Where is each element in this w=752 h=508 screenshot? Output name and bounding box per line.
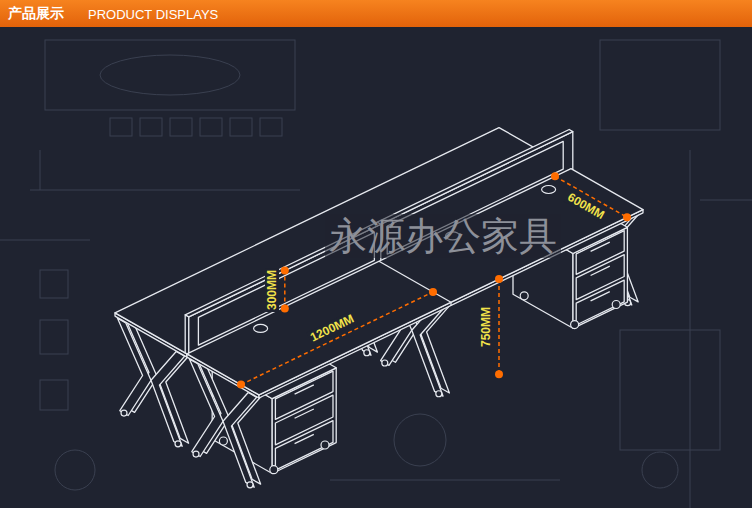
dimension-dot bbox=[495, 370, 503, 378]
dimension-lines bbox=[237, 172, 631, 388]
blueprint-line bbox=[40, 150, 41, 190]
blueprint-line bbox=[110, 118, 132, 136]
caster bbox=[219, 437, 227, 445]
blueprint-line bbox=[394, 414, 446, 466]
cable-grommet bbox=[542, 186, 556, 194]
blueprint-line bbox=[40, 320, 68, 354]
blueprint-line bbox=[140, 118, 162, 136]
dimension-dot bbox=[281, 305, 289, 313]
dimension-label: 750MM bbox=[479, 305, 493, 349]
blueprint-line bbox=[0, 240, 90, 241]
drawer-handle bbox=[591, 266, 610, 275]
leg-foot bbox=[247, 482, 253, 488]
blueprint-line bbox=[700, 200, 752, 201]
blueprint-line bbox=[40, 270, 68, 298]
desk-top bbox=[187, 169, 643, 395]
leg-foot bbox=[175, 441, 181, 447]
leg-foot bbox=[364, 350, 370, 356]
dimension-dot bbox=[281, 267, 289, 275]
drawer-front bbox=[275, 421, 333, 471]
watermark: 永源办公家具 bbox=[325, 214, 561, 258]
dimension-line bbox=[284, 271, 286, 309]
page-title: 产品展示 bbox=[8, 5, 64, 23]
drawer-handle bbox=[295, 434, 314, 443]
dimension-label: 300MM bbox=[265, 268, 279, 312]
blueprint-line bbox=[55, 450, 95, 490]
blueprint-line bbox=[45, 40, 295, 110]
blueprint-line bbox=[40, 380, 68, 410]
caster bbox=[321, 441, 329, 449]
drawer-handle bbox=[591, 292, 610, 301]
desk-leg bbox=[151, 352, 185, 447]
cable-grommet bbox=[254, 324, 268, 332]
blueprint-line bbox=[30, 190, 300, 191]
header-subtitle: PRODUCT DISPLAYS bbox=[88, 6, 218, 21]
blueprint-background bbox=[0, 40, 752, 508]
blueprint-line bbox=[620, 330, 720, 450]
desk-leg bbox=[223, 393, 257, 488]
dimension-dot bbox=[551, 172, 559, 180]
caster bbox=[571, 321, 579, 329]
leg-foot bbox=[121, 410, 127, 416]
blueprint-line bbox=[260, 118, 282, 136]
caster bbox=[612, 300, 620, 308]
dimension-line bbox=[498, 279, 500, 374]
workstation-drawing bbox=[115, 128, 643, 488]
blueprint-line bbox=[330, 480, 560, 481]
drawer-handle bbox=[591, 242, 610, 251]
blueprint-line bbox=[170, 118, 192, 136]
blueprint-line bbox=[230, 118, 252, 136]
leg-foot bbox=[193, 451, 199, 457]
blueprint-line bbox=[600, 40, 720, 130]
blueprint-line bbox=[100, 55, 240, 95]
leg-foot bbox=[382, 360, 388, 366]
desk-joint bbox=[379, 261, 451, 302]
blueprint-line bbox=[200, 118, 222, 136]
desk-joint bbox=[450, 302, 451, 305]
blueprint-line bbox=[642, 452, 678, 488]
dimension-dot bbox=[429, 288, 437, 296]
dimension-dot bbox=[237, 381, 245, 389]
dimension-dot bbox=[623, 213, 631, 221]
drawer-front bbox=[576, 280, 624, 325]
drawer-handle bbox=[295, 385, 314, 394]
caster bbox=[520, 292, 528, 300]
leg-foot bbox=[436, 391, 442, 397]
dimension-dot bbox=[495, 275, 503, 283]
caster bbox=[270, 466, 278, 474]
drawer-handle bbox=[295, 409, 314, 418]
blueprint-line bbox=[690, 150, 691, 508]
